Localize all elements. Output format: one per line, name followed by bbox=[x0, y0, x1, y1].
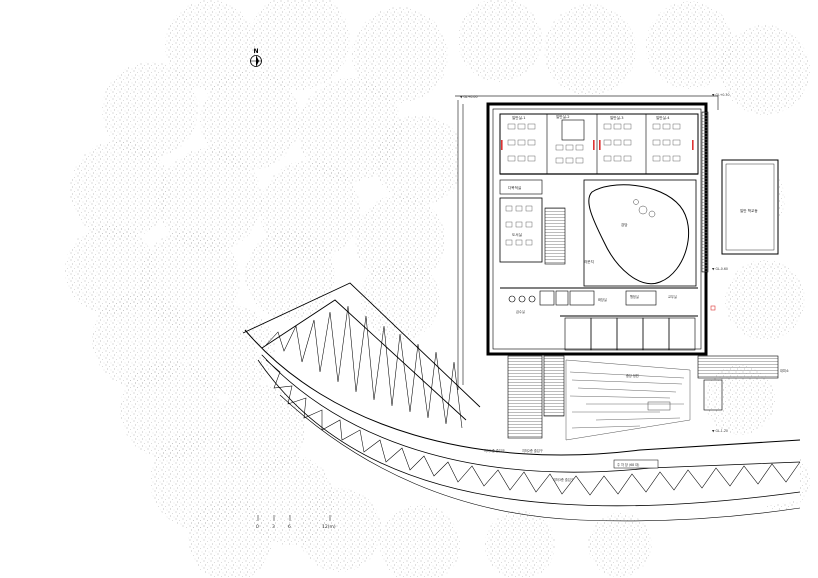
level-mark-2: ▼ GL+0.30 bbox=[712, 93, 729, 97]
scale-tick-2: 6 bbox=[288, 524, 291, 530]
north-label: N bbox=[254, 48, 259, 55]
room-label-garden: 중앙 정원 bbox=[626, 373, 639, 378]
central-garden: 중앙 정원 bbox=[565, 359, 691, 441]
scale-tick-1: 3 bbox=[272, 524, 275, 530]
tree-canopy bbox=[65, 0, 810, 578]
room-label-toilet: 화장실 bbox=[598, 297, 607, 302]
stair-down bbox=[507, 355, 565, 439]
hall-blob bbox=[588, 184, 690, 285]
main-building: 일반실-1 일반실-2 일반실-3 일반실-4 다목적실 도서실 강당 라운지 … bbox=[486, 102, 716, 356]
room-label-hall: 강당 bbox=[621, 222, 628, 227]
level-mark-1: ▼ GL+0.00 bbox=[460, 95, 477, 99]
level-mark-3: ▼ GL-0.60 bbox=[712, 267, 728, 271]
room-label-library: 도서실 bbox=[512, 232, 522, 237]
room-label-east-building: 일반 학교동 bbox=[740, 208, 758, 213]
room-label-storage: 다목적실 bbox=[508, 185, 521, 190]
callout-entrance-3: 지하3층 출입구 bbox=[553, 477, 574, 482]
room-label-classroom-3: 일반실-3 bbox=[610, 115, 624, 120]
entrance-callouts: 지하1층 출입구 지하2층 출입구 지하3층 출입구 주 차 장 (68 대) bbox=[484, 448, 659, 482]
site-boundary bbox=[455, 95, 719, 390]
classroom-desks bbox=[507, 123, 681, 164]
callout-entrance-2: 지하2층 출입구 bbox=[522, 448, 543, 453]
north-arrow: N bbox=[250, 48, 262, 67]
room-label-lounge: 라운지 bbox=[584, 259, 594, 264]
red-markers bbox=[501, 140, 716, 311]
room-label-water: 급수실 bbox=[516, 309, 525, 314]
level-marks: ▼ GL+0.00 ▼ GL+0.30 ▼ GL-0.60 ▼ GL-1.20 bbox=[460, 93, 729, 433]
scale-bar: 0 3 6 12(m) bbox=[256, 515, 336, 530]
scale-tick-0: 0 bbox=[256, 524, 259, 530]
room-label-office: 행정실 bbox=[630, 294, 639, 299]
callout-entrance-1: 지하1층 출입구 bbox=[484, 448, 505, 453]
east-building: 일반 학교동 대피소 bbox=[697, 159, 789, 411]
room-label-classroom-1: 일반실-1 bbox=[512, 115, 526, 120]
room-label-classroom-2: 일반실-2 bbox=[556, 114, 570, 119]
level-mark-4: ▼ GL-1.20 bbox=[712, 429, 728, 433]
room-label-classroom-4: 일반실-4 bbox=[656, 115, 670, 120]
room-label-shelter: 대피소 bbox=[780, 368, 789, 373]
curved-ramp bbox=[242, 282, 801, 522]
callout-parking: 주 차 장 (68 대) bbox=[617, 462, 639, 467]
scale-tick-3: 12(m) bbox=[322, 524, 336, 530]
room-label-teacher: 교무실 bbox=[668, 294, 677, 299]
